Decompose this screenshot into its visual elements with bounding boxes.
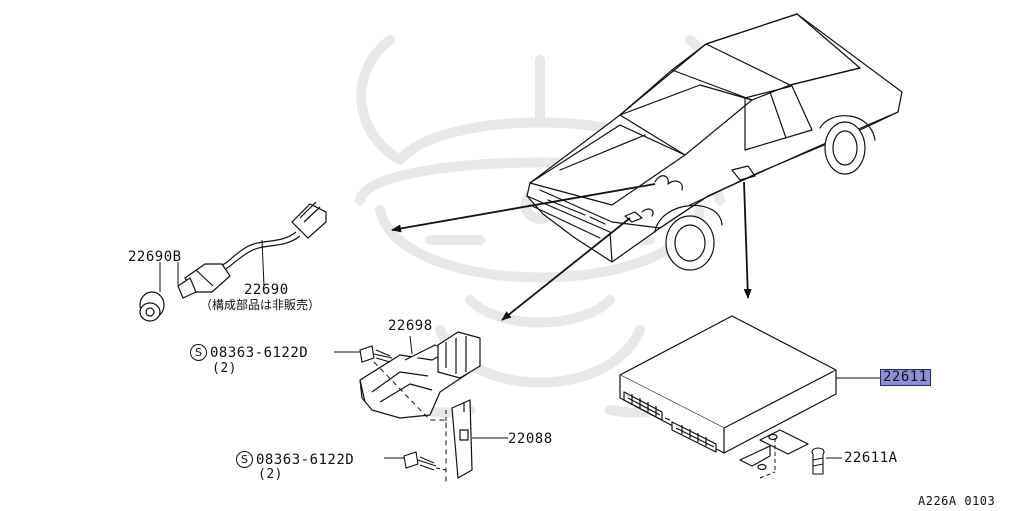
- quantity-upper: (2): [212, 361, 237, 376]
- s-symbol-icon: S: [236, 451, 253, 468]
- leaders-22690: [159, 239, 265, 292]
- ecu-22611-drawing: [619, 315, 837, 471]
- s-symbol-icon: S: [190, 344, 207, 361]
- diagram-code: A226A 0103: [918, 494, 996, 508]
- part-label-08363-6122d-lower[interactable]: 08363-6122D: [256, 452, 355, 468]
- bolt-upper-drawing: [359, 345, 393, 363]
- part-label-22698[interactable]: 22698: [388, 318, 433, 334]
- car-outline-icon: [526, 13, 903, 271]
- quantity-lower: (2): [258, 467, 283, 482]
- part-note-not-sold-separately: （構成部品は非販売）: [200, 298, 321, 312]
- part-label-08363-6122d-upper[interactable]: 08363-6122D: [210, 345, 309, 361]
- part-label-22690[interactable]: 22690: [244, 282, 289, 298]
- part-label-22690b[interactable]: 22690B: [128, 249, 182, 265]
- leaders-bracket: [334, 335, 508, 482]
- leaders-ecu: [759, 377, 880, 479]
- bolt-lower-drawing: [403, 451, 437, 471]
- part-label-22611-highlighted[interactable]: 22611: [880, 369, 931, 386]
- sensor-22690-drawing: [139, 201, 327, 322]
- leader-arrows: [391, 181, 752, 321]
- bracket-22698-drawing: [359, 331, 481, 479]
- screw-22611a-drawing: [811, 447, 825, 475]
- part-label-22611a[interactable]: 22611A: [844, 450, 898, 466]
- part-label-22088[interactable]: 22088: [508, 431, 553, 447]
